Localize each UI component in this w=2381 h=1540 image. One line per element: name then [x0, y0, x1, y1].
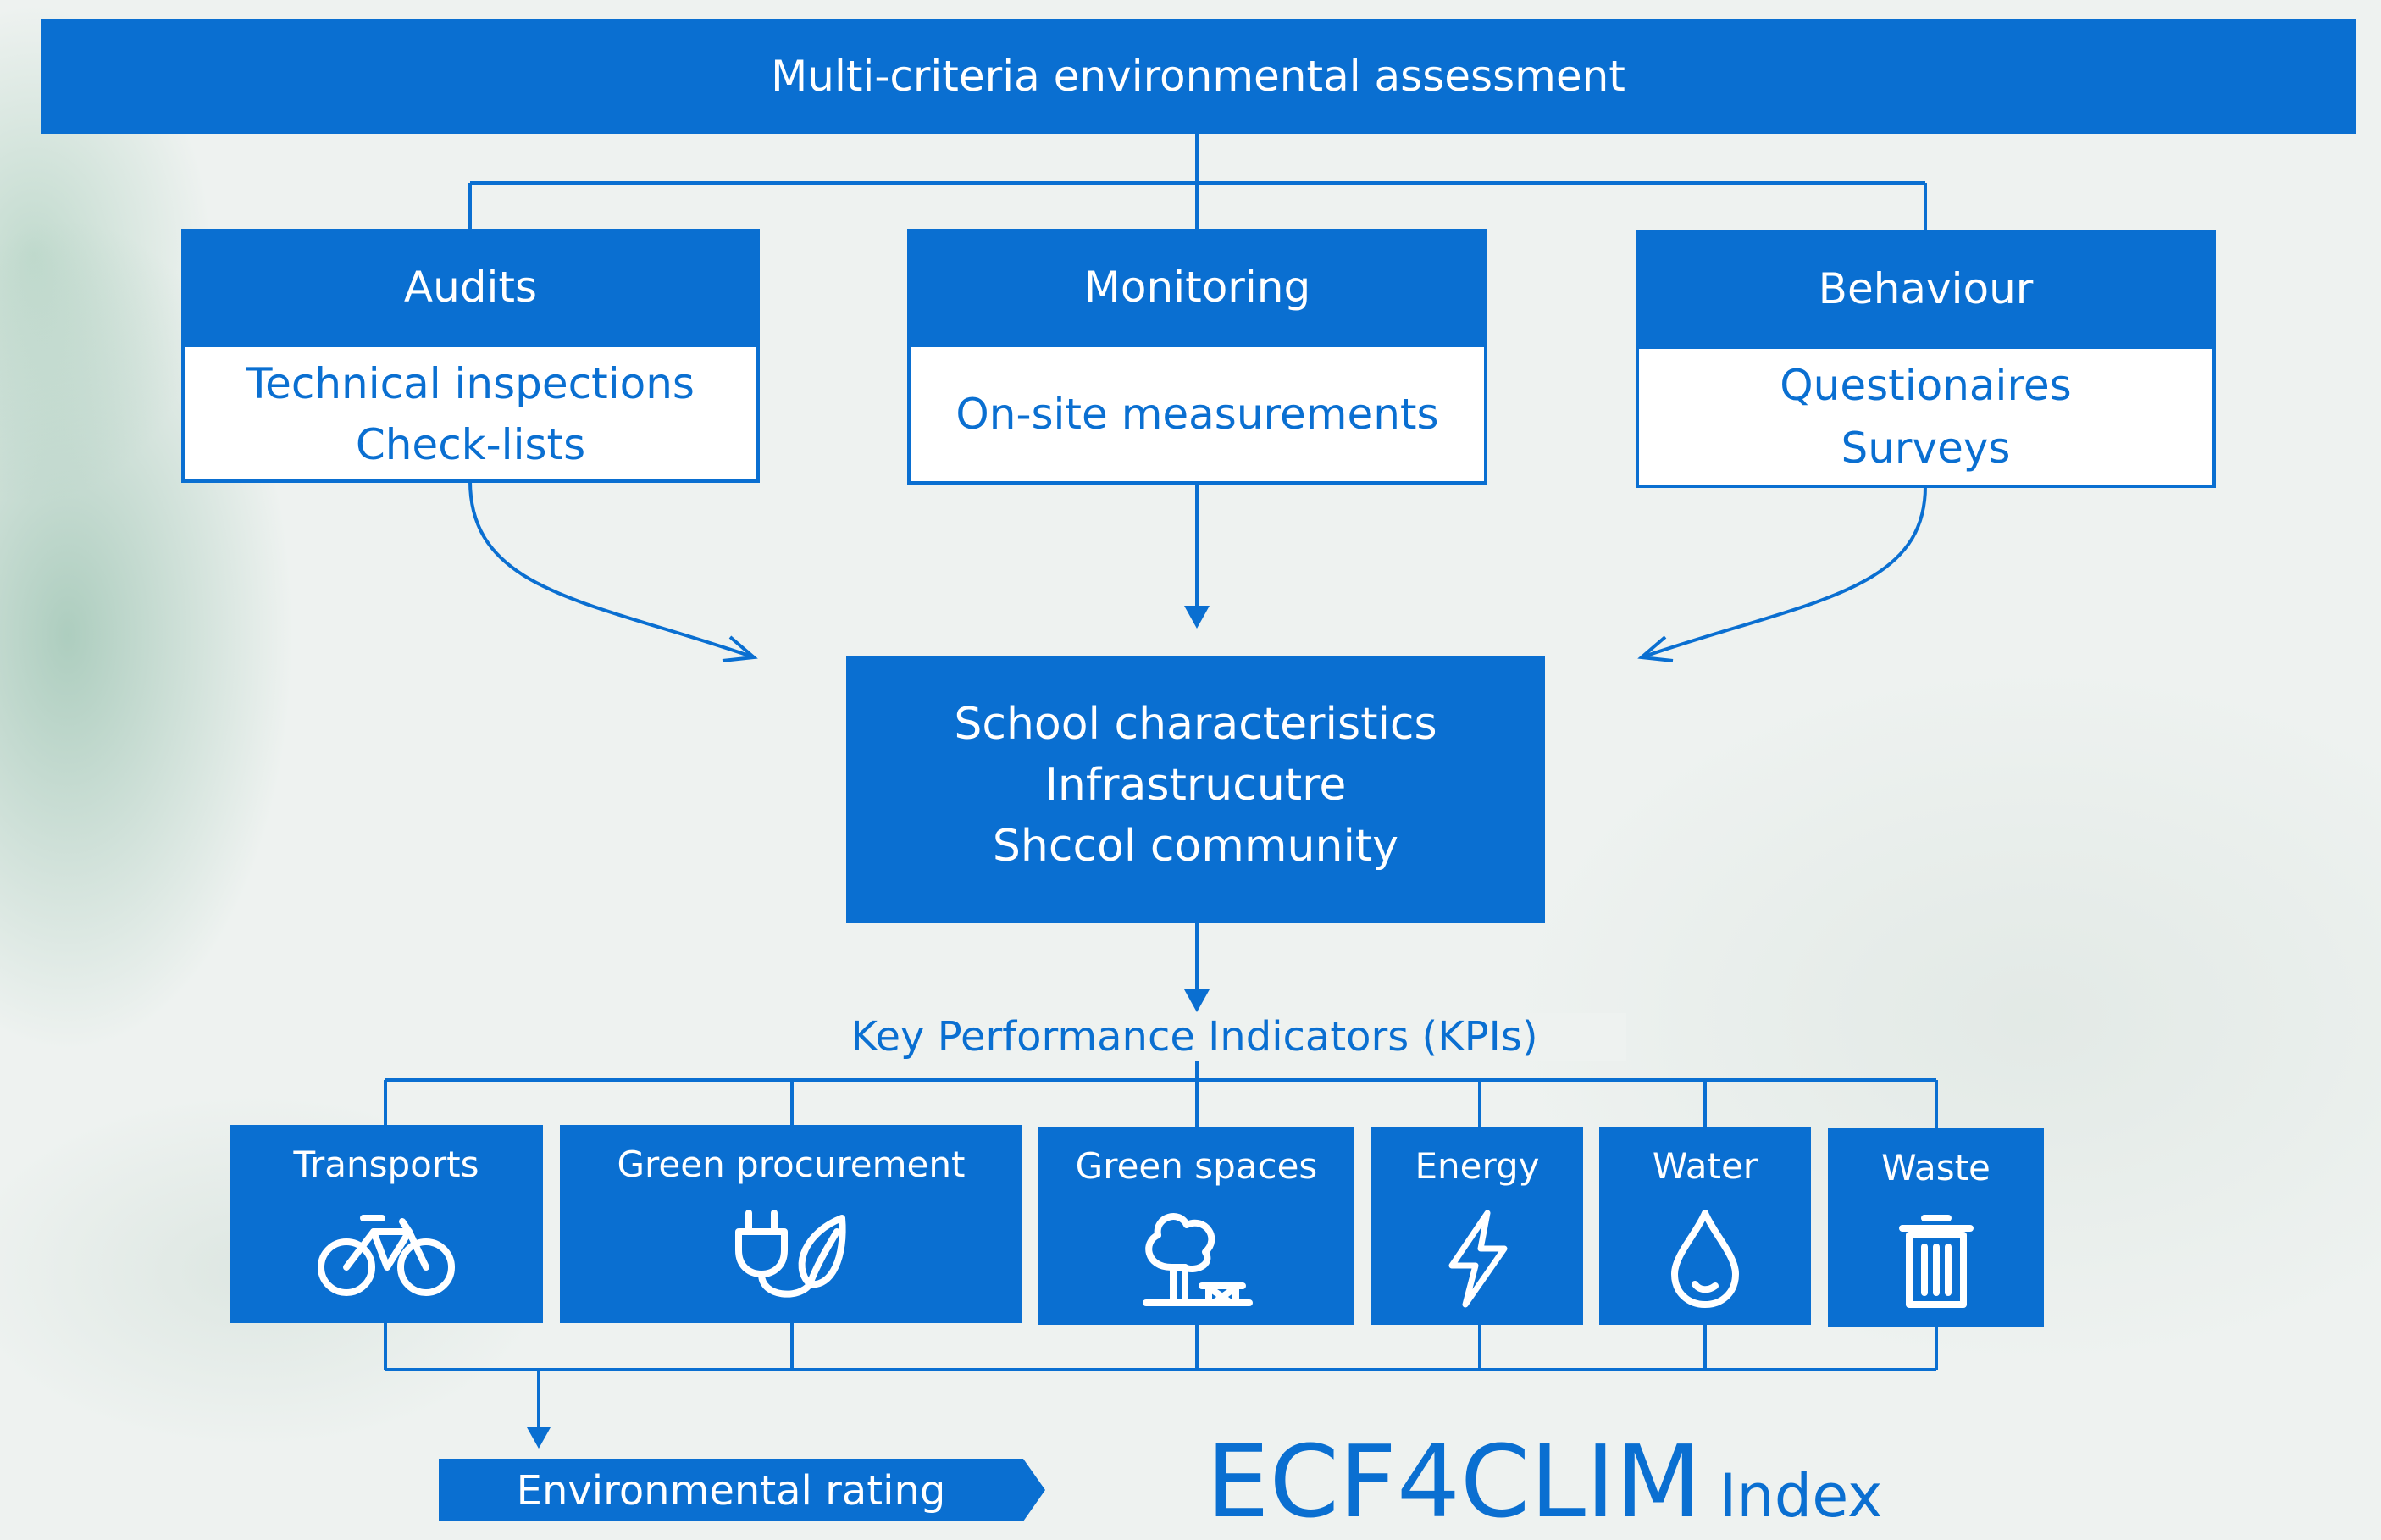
- environmental-rating-label: Environmental rating: [516, 1467, 946, 1515]
- monitoring-title: Monitoring: [1083, 263, 1311, 312]
- environmental-rating-banner: [439, 1459, 1045, 1521]
- audits-detail-box: Technical inspections Check-lists: [181, 344, 760, 483]
- index-suffix: Index: [1719, 1461, 1883, 1531]
- kpi-waste-label: Waste: [1881, 1147, 1991, 1188]
- kpi-water: Water: [1599, 1127, 1811, 1325]
- kpi-waste: Waste: [1828, 1128, 2044, 1327]
- monitoring-title-box: Monitoring: [907, 229, 1487, 346]
- audits-title-box: Audits: [181, 229, 760, 346]
- kpi-transports-label: Transports: [293, 1144, 479, 1185]
- kpi-transports: Transports: [230, 1125, 543, 1323]
- center-line-1: School characteristics: [954, 699, 1437, 750]
- plug-leaf-icon: [735, 1210, 846, 1298]
- bicycle-icon: [318, 1215, 455, 1296]
- audits-title: Audits: [403, 263, 538, 312]
- behaviour-line-1: Questionaires: [1780, 361, 2072, 410]
- behaviour-detail-box: Questionaires Surveys: [1636, 346, 2216, 488]
- lightning-icon: [1448, 1210, 1508, 1308]
- kpi-energy-label: Energy: [1415, 1145, 1540, 1187]
- index-title: ECF4CLIM Index: [1206, 1432, 1882, 1532]
- behaviour-title: Behaviour: [1818, 264, 2034, 313]
- tree-bench-icon: [1142, 1213, 1253, 1306]
- kpi-heading: Key Performance Indicators (KPIs): [762, 1013, 1626, 1061]
- kpi-green-procurement: Green procurement: [560, 1125, 1022, 1323]
- audits-line-2: Check-lists: [355, 420, 586, 469]
- header-bar: Multi-criteria environmental assessment: [41, 19, 2356, 134]
- monitoring-detail-box: On-site measurements: [907, 344, 1487, 485]
- kpi-energy: Energy: [1371, 1127, 1583, 1325]
- water-drop-icon: [1671, 1210, 1739, 1308]
- school-characteristics-box: School characteristics Infrastrucutre Sh…: [846, 656, 1545, 923]
- center-line-3: Shccol community: [992, 821, 1399, 872]
- monitoring-line-1: On-site measurements: [955, 390, 1439, 439]
- kpi-green-spaces: Green spaces: [1038, 1127, 1354, 1325]
- index-main: ECF4CLIM: [1206, 1423, 1702, 1540]
- behaviour-title-box: Behaviour: [1636, 230, 2216, 347]
- center-line-2: Infrastrucutre: [1044, 760, 1347, 811]
- kpi-green-spaces-label: Green spaces: [1075, 1145, 1318, 1187]
- audits-line-1: Technical inspections: [246, 359, 695, 408]
- behaviour-line-2: Surveys: [1841, 424, 2011, 473]
- kpi-water-label: Water: [1652, 1145, 1758, 1187]
- trash-bin-icon: [1898, 1215, 1974, 1308]
- header-title: Multi-criteria environmental assessment: [771, 52, 1625, 101]
- kpi-green-procurement-label: Green procurement: [617, 1144, 966, 1185]
